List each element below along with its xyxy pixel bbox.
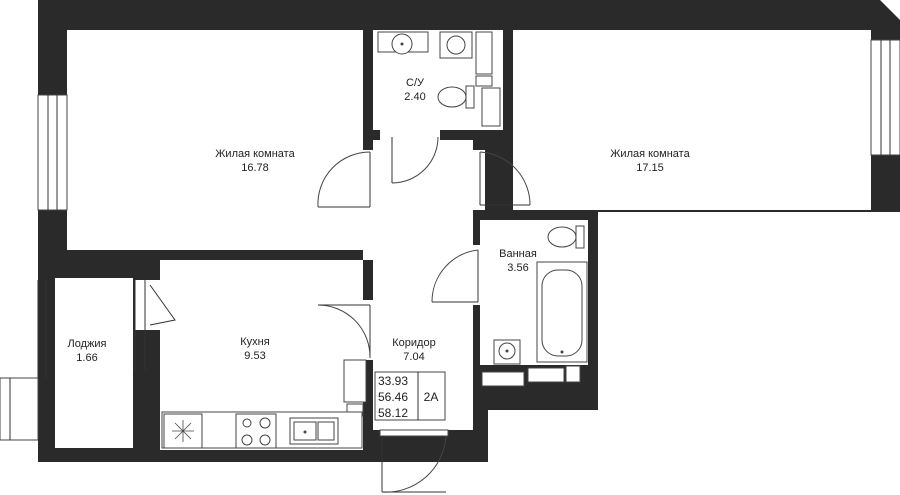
room-area-wc: 2.40 <box>404 91 425 103</box>
door-living-1 <box>317 151 371 208</box>
room-area-kitchen: 9.53 <box>244 350 265 362</box>
exterior-area-2 <box>488 410 600 470</box>
wardrobe <box>343 359 367 417</box>
room-area-corridor: 7.04 <box>403 351 424 363</box>
kitchen-stove <box>235 413 277 449</box>
wc-toilet <box>437 85 475 109</box>
room-living-1 <box>67 30 363 250</box>
wc-sink <box>377 31 429 55</box>
window-loggia <box>0 280 47 441</box>
room-area-living-2: 17.15 <box>636 162 664 174</box>
room-name-bath: Ванная <box>499 248 537 260</box>
bathtub <box>536 261 588 363</box>
door-entrance <box>379 429 449 493</box>
room-area-bath: 3.56 <box>507 262 528 274</box>
window-right <box>870 39 900 156</box>
window-kitchen <box>134 280 176 370</box>
room-name-wc: С/У <box>406 77 425 89</box>
kitchen-sink <box>289 417 339 445</box>
exterior-area <box>598 212 900 495</box>
room-living-2 <box>513 30 871 210</box>
room-name-living-2: Жилая комната <box>610 148 690 160</box>
doorway-living-1 <box>363 150 375 260</box>
door-bath <box>431 249 479 303</box>
room-name-living-1: Жилая комната <box>215 148 295 160</box>
bath-sink <box>493 339 521 365</box>
door-living-2 <box>479 151 531 206</box>
doorway-wc <box>380 130 440 142</box>
door-wc <box>391 136 439 184</box>
room-loggia <box>55 278 133 448</box>
room-name-kitchen: Кухня <box>240 336 269 348</box>
area-summary: 33.93 56.46 58.12 2А <box>374 371 446 421</box>
room-name-loggia: Лоджия <box>68 338 107 350</box>
window-left <box>37 94 68 211</box>
total-area-value: 56.46 <box>378 390 408 404</box>
room-name-corridor: Коридор <box>392 337 435 349</box>
wc-washer <box>439 31 473 59</box>
bath-toilet <box>547 225 585 249</box>
door-kitchen <box>317 304 371 359</box>
doorway-living-2 <box>473 150 485 210</box>
room-area-loggia: 1.66 <box>76 352 97 364</box>
bath-shelves <box>481 365 581 387</box>
living-area-value: 33.93 <box>378 374 408 388</box>
wc-shelves <box>475 31 501 127</box>
doorway-kitchen <box>363 300 375 360</box>
apartment-type: 2А <box>424 390 439 404</box>
total-with-loggia-value: 58.12 <box>378 406 408 420</box>
room-area-living-1: 16.78 <box>241 162 269 174</box>
doorway-loggia <box>135 280 160 330</box>
